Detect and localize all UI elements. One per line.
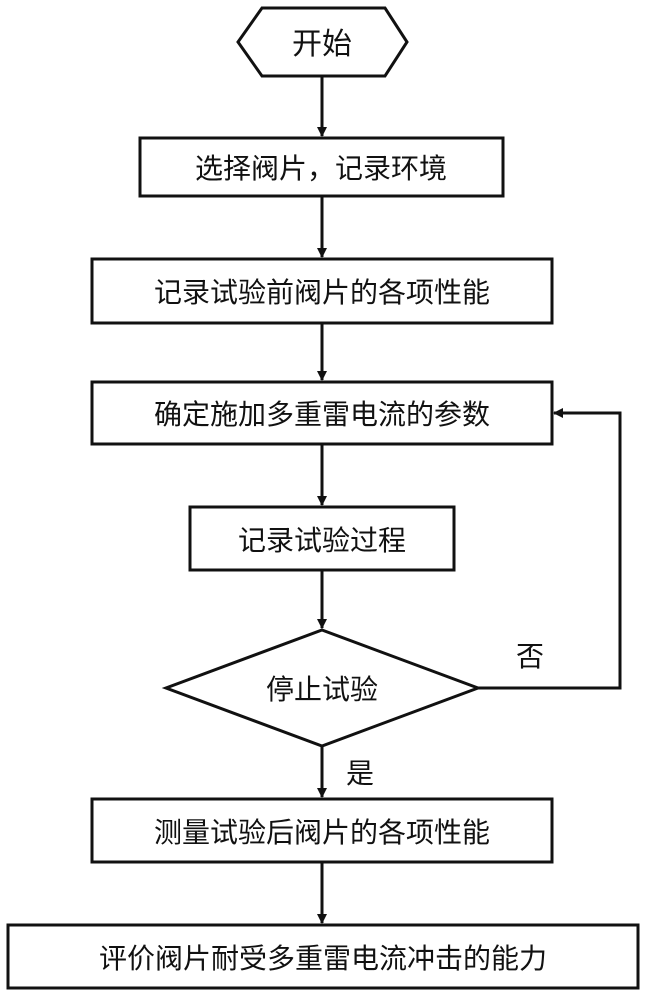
process-box-record-process (188, 505, 456, 572)
start-terminator (236, 6, 409, 78)
process-box-evaluate-capability (6, 923, 640, 990)
decision-yes-label: 是 (346, 757, 374, 790)
decision-label: 停止试验 (266, 673, 378, 706)
process-box-select-valve (138, 136, 505, 198)
process-label-measure-post-test: 测量试验后阀片的各项性能 (154, 816, 490, 849)
process-box-set-parameters (90, 380, 554, 446)
arrow-decision-no-loop (478, 408, 622, 690)
process-label-record-pre-test: 记录试验前阀片的各项性能 (154, 276, 490, 309)
process-box-measure-post-test (90, 797, 554, 864)
process-label-set-parameters: 确定施加多重雷电流的参数 (154, 398, 490, 431)
process-label-evaluate-capability: 评价阀片耐受多重雷电流冲击的能力 (99, 942, 547, 975)
start-label: 开始 (292, 27, 352, 62)
process-label-record-process: 记录试验过程 (238, 524, 406, 557)
process-label-select-valve: 选择阀片，记录环境 (195, 152, 447, 185)
decision-no-label: 否 (516, 640, 544, 673)
process-box-record-pre-test (90, 257, 554, 325)
